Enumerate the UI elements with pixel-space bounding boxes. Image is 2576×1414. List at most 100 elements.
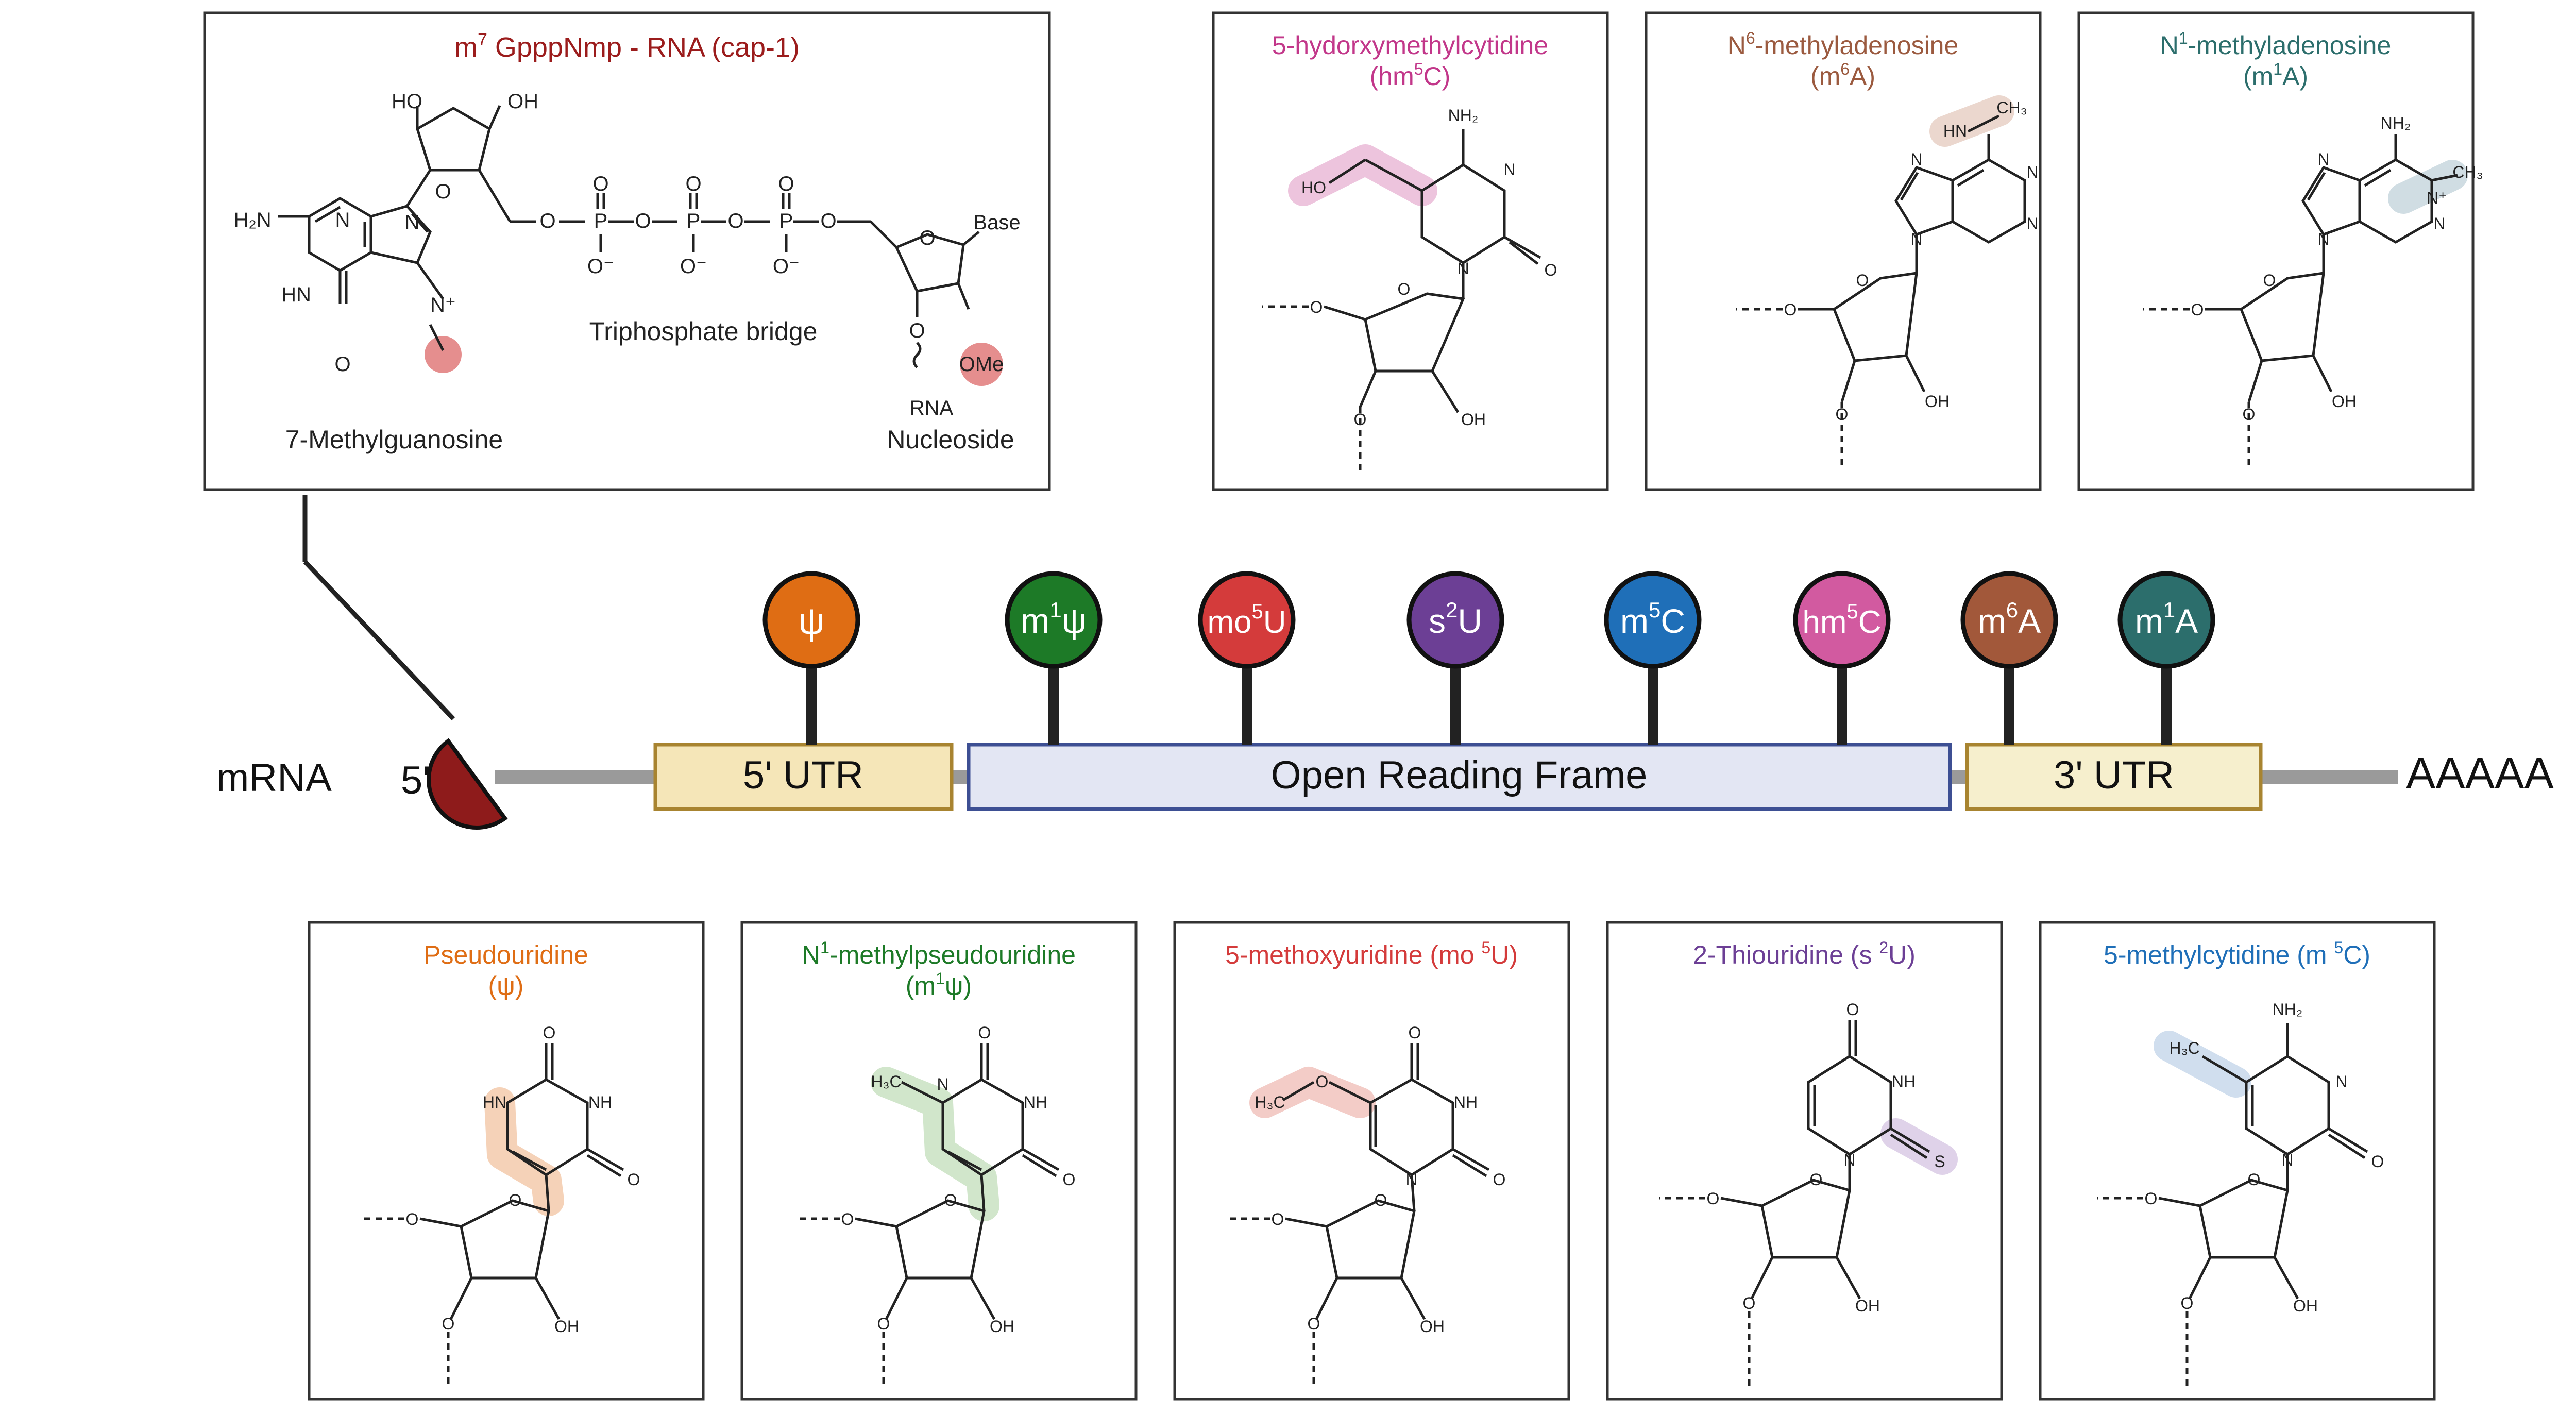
svg-text:O: O [628, 1170, 640, 1189]
box-m1a: N1-methyladenosine (m1A) NH₂ CH₃ N⁺ N N … [2077, 11, 2483, 491]
marker-label: ψ [798, 601, 824, 642]
svg-text:N: N [2281, 1151, 2293, 1169]
box-m5c: 5-methylcytidine (m 5C) H₃C NH₂ N O N O … [2039, 921, 2436, 1401]
marker-label: m5C [1620, 598, 1685, 640]
svg-text:N: N [2335, 1072, 2347, 1091]
svg-text:O: O [841, 1210, 854, 1228]
marker-circle [1198, 571, 1296, 669]
ribose-ring-1 [416, 107, 491, 172]
box-frame [1212, 11, 1609, 491]
ome-highlight [960, 343, 1003, 386]
svg-text:O: O [1409, 1023, 1421, 1042]
svg-text:O: O [2243, 405, 2256, 424]
svg-text:OH: OH [2293, 1297, 2318, 1315]
svg-text:O: O [978, 1023, 991, 1042]
orf-label: Open Reading Frame [1271, 753, 1648, 797]
svg-text:O: O [909, 319, 925, 342]
marker-mo5u: mo5U [1198, 571, 1296, 745]
box-frame [2077, 11, 2475, 491]
svg-text:O: O [1743, 1294, 1756, 1312]
svg-text:O: O [1707, 1189, 1720, 1208]
box-title: N1-methylpseudouridine [802, 938, 1076, 969]
svg-text:HN: HN [483, 1093, 506, 1112]
svg-text:O: O [543, 1023, 556, 1042]
svg-text:NH₂: NH₂ [1448, 106, 1479, 125]
box-title: 5-methoxyuridine (mo 5U) [1225, 938, 1518, 969]
nucleoside-bonds [1226, 1043, 1490, 1386]
svg-text:N: N [2317, 150, 2329, 169]
svg-text:O: O [2191, 300, 2204, 319]
box-subtitle: (m1ψ) [906, 969, 972, 1000]
svg-text:O: O [1810, 1170, 1823, 1189]
cap-structure-box: m7 GpppNmp - RNA (cap-1) [203, 11, 1051, 491]
svg-text:NH₂: NH₂ [2381, 114, 2411, 132]
five-prime-label: 5' [401, 759, 430, 802]
cap-box-title: m7 GpppNmp - RNA (cap-1) [454, 30, 800, 63]
svg-text:O: O [592, 173, 608, 195]
box-subtitle: (m6A) [1810, 60, 1875, 91]
polya-tail: AAAAA [2406, 749, 2554, 798]
guanine-five-ring [370, 205, 432, 264]
marker-hm5c: hm5C [1793, 571, 1891, 745]
nucleoside-bonds [2097, 1023, 2368, 1386]
svg-text:P: P [687, 210, 701, 232]
svg-text:N: N [2433, 214, 2445, 233]
svg-text:O: O [1836, 405, 1849, 424]
box-hm5c: 5-hydorxymethylcytidine (hm5C) HO NH₂ N … [1212, 11, 1609, 491]
box-frame [2039, 921, 2436, 1401]
box-frame [1645, 11, 2042, 491]
utr3-region [1965, 743, 2263, 811]
svg-text:O: O [406, 1210, 419, 1228]
n7-methyl-bond [429, 324, 445, 351]
svg-text:HN: HN [1943, 122, 1967, 140]
svg-text:OH: OH [1420, 1317, 1445, 1336]
svg-text:CH₃: CH₃ [1996, 98, 2027, 117]
box-title: 5-hydorxymethylcytidine [1272, 31, 1548, 60]
utr5-region [653, 743, 954, 811]
box-subtitle: (hm5C) [1370, 60, 1451, 91]
marker-circle [1406, 571, 1504, 669]
marker-circle [1005, 571, 1103, 669]
box-m1psi: N1-methylpseudouridine (m1ψ) H₃C N O NH … [740, 921, 1138, 1401]
svg-text:O: O [820, 210, 836, 232]
marker-label: s2U [1429, 598, 1482, 640]
svg-text:P: P [594, 210, 608, 232]
box-title: N6-methyladenosine [1727, 29, 1959, 60]
box-title: Pseudouridine [423, 940, 588, 969]
svg-text:O⁻: O⁻ [587, 255, 614, 278]
svg-text:N: N [1910, 150, 1922, 169]
marker-circle [2117, 571, 2215, 669]
svg-text:S: S [1934, 1152, 1945, 1171]
marker-circle [1960, 571, 2058, 669]
svg-text:O: O [334, 353, 350, 376]
marker-m1a: m1A [2117, 571, 2215, 745]
utr3-label: 3' UTR [2054, 753, 2174, 797]
svg-text:H₃C: H₃C [2169, 1039, 2199, 1057]
svg-text:O: O [919, 227, 935, 249]
svg-text:NH: NH [1892, 1072, 1916, 1091]
nucleoside-bonds [1262, 129, 1541, 474]
svg-text:O: O [1272, 1210, 1284, 1228]
nucleoside-label: Nucleoside [887, 425, 1014, 454]
svg-text:N: N [2026, 214, 2038, 233]
svg-text:N⁺: N⁺ [430, 294, 456, 316]
ribose-ring-2 [894, 233, 965, 293]
modification-highlight [1929, 95, 2014, 147]
methylguanosine-label: 7-Methylguanosine [285, 425, 503, 454]
svg-text:OH: OH [2332, 392, 2357, 411]
modification-markers: ψ m1ψ mo5U s2U m5C hm5C [762, 571, 2215, 745]
five-prime-cap [426, 738, 508, 830]
svg-text:O: O [435, 180, 451, 203]
cap-callout-line-diagonal [303, 560, 455, 721]
marker-label: hm5C [1802, 600, 1881, 640]
marker-label: m1A [2135, 598, 2198, 640]
marker-m5c: m5C [1604, 571, 1702, 745]
svg-text:O: O [1846, 1000, 1859, 1019]
box-subtitle: (m1A) [2243, 60, 2308, 91]
svg-text:OH: OH [1461, 410, 1486, 429]
svg-text:HO: HO [1301, 178, 1326, 197]
svg-text:O: O [442, 1315, 455, 1333]
svg-text:O: O [1545, 261, 1557, 279]
svg-text:CH₃: CH₃ [2452, 163, 2483, 181]
